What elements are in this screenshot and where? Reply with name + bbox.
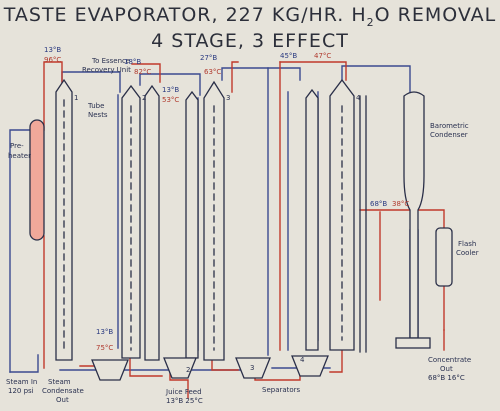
preheater-label-1: Pre- bbox=[10, 142, 24, 150]
reading-1-temp: 96°C bbox=[44, 56, 61, 64]
steam-in-label-2: 120 psi bbox=[8, 387, 34, 395]
diagram-subtitle: 4 STAGE, 3 EFFECT bbox=[151, 30, 349, 52]
preheater-shell bbox=[29, 119, 45, 241]
reading-6-brix: 68°B bbox=[370, 200, 387, 208]
condensate-label-3: Out bbox=[56, 396, 69, 404]
concentrate-label-2: Out bbox=[440, 365, 453, 373]
reading-7-temp: 75°C bbox=[96, 344, 113, 352]
reading-6-temp: 38°C bbox=[392, 200, 409, 208]
preheater-label-2: heater bbox=[8, 152, 31, 160]
juice-feed-label-2: 13°B 25°C bbox=[166, 397, 203, 405]
reading-2-temp: 82°C bbox=[134, 68, 151, 76]
condensate-label-2: Condensate bbox=[42, 387, 84, 395]
barometric-well bbox=[395, 337, 431, 349]
reading-3-brix: 13°B bbox=[162, 86, 179, 94]
condenser-label-2: Condenser bbox=[430, 131, 468, 139]
separator-3 bbox=[235, 357, 271, 379]
separator-4 bbox=[291, 355, 329, 377]
diagram-title: TASTE EVAPORATOR, 227 KG/HR. H2O REMOVAL bbox=[3, 4, 497, 29]
reading-5-brix: 45°B bbox=[280, 52, 297, 60]
reading-3-temp: 53°C bbox=[162, 96, 179, 104]
separator-1 bbox=[91, 359, 129, 381]
flash-cooler-label-2: Cooler bbox=[456, 249, 479, 257]
steam-in-label-1: Steam In bbox=[6, 378, 37, 386]
tube-nests-label-2: Nests bbox=[88, 111, 108, 119]
effect-4-tube bbox=[305, 88, 319, 351]
concentrate-label-3: 68°B 16°C bbox=[428, 374, 465, 382]
separators-label: Separators bbox=[262, 386, 301, 394]
effect-number-1: 1 bbox=[74, 94, 78, 102]
effect-1-shell bbox=[55, 78, 73, 361]
tube-nests-label-1: Tube bbox=[87, 102, 104, 110]
condensate-label-1: Steam bbox=[48, 378, 71, 386]
separator-2 bbox=[163, 357, 197, 379]
reading-2-brix: 18°B bbox=[124, 58, 141, 66]
essence-label-2: Recovery Unit bbox=[82, 66, 131, 74]
reading-4-brix: 27°B bbox=[200, 54, 217, 62]
reading-7-brix: 13°B bbox=[96, 328, 113, 336]
equipment bbox=[29, 78, 453, 381]
separator-number-3: 3 bbox=[250, 364, 254, 372]
juice-feed-label-1: Juice Feed bbox=[165, 388, 202, 396]
effect-number-3: 3 bbox=[226, 94, 230, 102]
effect-2-tube bbox=[144, 84, 160, 361]
separator-number-2: 2 bbox=[186, 366, 190, 374]
effect-4-shell bbox=[329, 78, 355, 351]
reading-4-temp: 63°C bbox=[204, 68, 221, 76]
reading-1-brix: 13°B bbox=[44, 46, 61, 54]
flash-cooler bbox=[435, 227, 453, 287]
effect-number-4: 4 bbox=[356, 94, 361, 102]
effect-number-2: 2 bbox=[142, 94, 146, 102]
barometric-condenser bbox=[403, 91, 425, 339]
separator-number-4: 4 bbox=[300, 356, 305, 364]
essence-label-1: To Essence bbox=[91, 57, 130, 65]
flash-cooler-label-1: Flash bbox=[458, 240, 476, 248]
effect-3-tube bbox=[185, 90, 199, 359]
condenser-label-1: Barometric bbox=[430, 122, 469, 130]
reading-5-temp: 47°C bbox=[314, 52, 331, 60]
concentrate-label-1: Concentrate bbox=[428, 356, 471, 364]
